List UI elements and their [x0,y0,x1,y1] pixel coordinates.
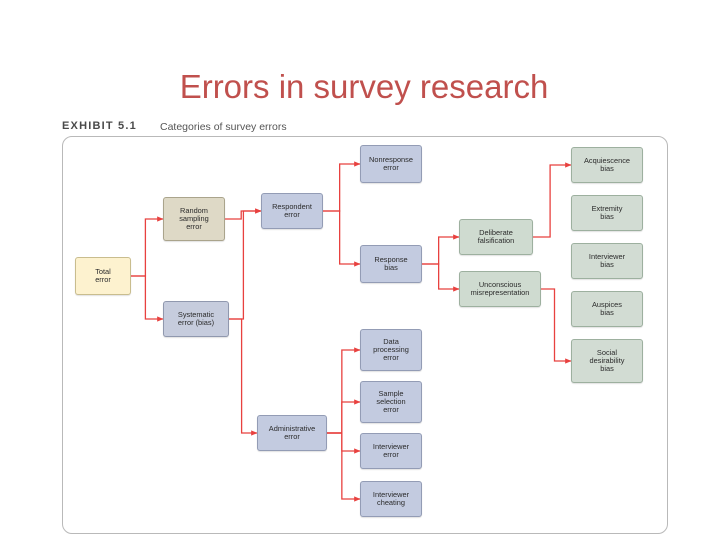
connector-admin-to-dataproc [327,347,361,434]
connector-respbias-to-deliberate [422,234,460,265]
connector-total-to-random [131,216,164,277]
connector-respbias-to-unconsc [422,263,460,292]
connector-systematic-to-respondent [229,208,262,320]
page-title: Errors in survey research [179,68,549,105]
connector-total-to-systematic [131,275,164,322]
connector-admin-to-sampsel [327,399,361,434]
connector-respondent-to-respbias [323,210,361,267]
connector-deliberate-to-acq [533,162,572,238]
exhibit-label: EXHIBIT 5.1 [62,120,137,132]
connector-admin-to-interr [327,432,361,454]
exhibit-caption: Categories of survey errors [160,121,287,133]
connector-admin-to-intcheat [327,432,361,502]
connector-unconsc-to-social [541,288,572,364]
connector-systematic-to-admin [229,318,258,436]
connector-respondent-to-nonresp [323,161,361,212]
connector-random-to-respondent [225,208,262,220]
